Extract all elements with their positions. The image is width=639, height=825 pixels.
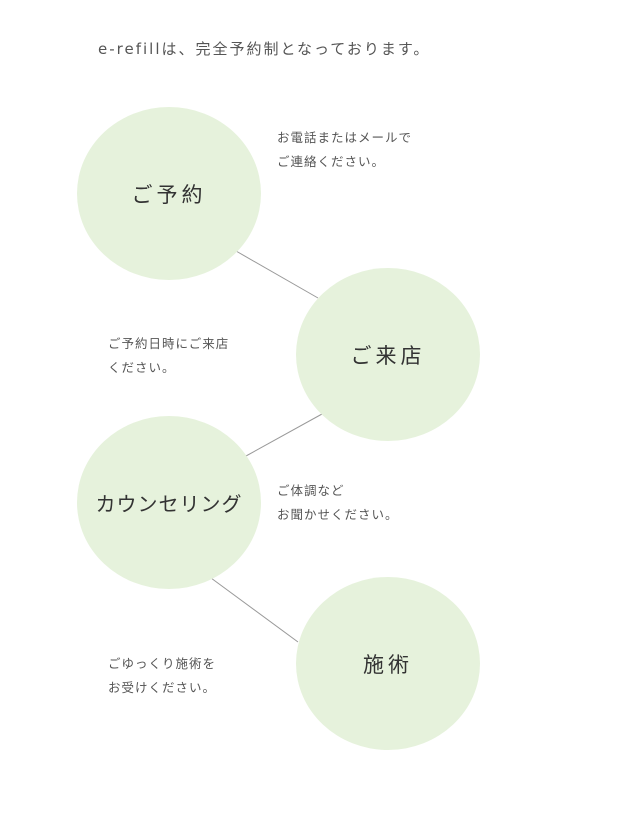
step-note-line: ごゆっくり施術を (108, 656, 217, 671)
connector-line-2 (245, 413, 323, 457)
step-note-reservation: お電話またはメールで ご連絡ください。 (277, 126, 412, 174)
step-note-line: お電話またはメールで (277, 130, 413, 145)
step-title: 施術 (363, 652, 413, 677)
step-circle-treatment: 施術 (296, 577, 480, 750)
step-title: ご予約 (131, 182, 207, 207)
step-note-line: お聞かせください。 (277, 507, 399, 522)
step-note-line: ご体調など (277, 483, 345, 498)
step-note-line: お受けください。 (108, 680, 217, 695)
intro-text: e-refillは、完全予約制となっております。 (98, 40, 431, 58)
step-circle-visit: ご来店 (296, 268, 480, 441)
step-title: カウンセリング (95, 492, 243, 516)
connector-line-1 (235, 250, 319, 299)
step-note-line: ご連絡ください。 (277, 154, 386, 169)
step-note-line: ください。 (108, 360, 176, 375)
step-note-counseling: ご体調など お聞かせください。 (277, 479, 399, 527)
step-note-line: ご予約日時にご来店 (108, 336, 230, 351)
step-note-visit: ご予約日時にご来店 ください。 (108, 332, 229, 380)
step-title: ご来店 (350, 343, 426, 368)
connector-line-3 (210, 577, 299, 643)
step-circle-counseling: カウンセリング (77, 416, 261, 589)
step-circle-reservation: ご予約 (77, 107, 261, 280)
step-note-treatment: ごゆっくり施術を お受けください。 (108, 652, 216, 700)
